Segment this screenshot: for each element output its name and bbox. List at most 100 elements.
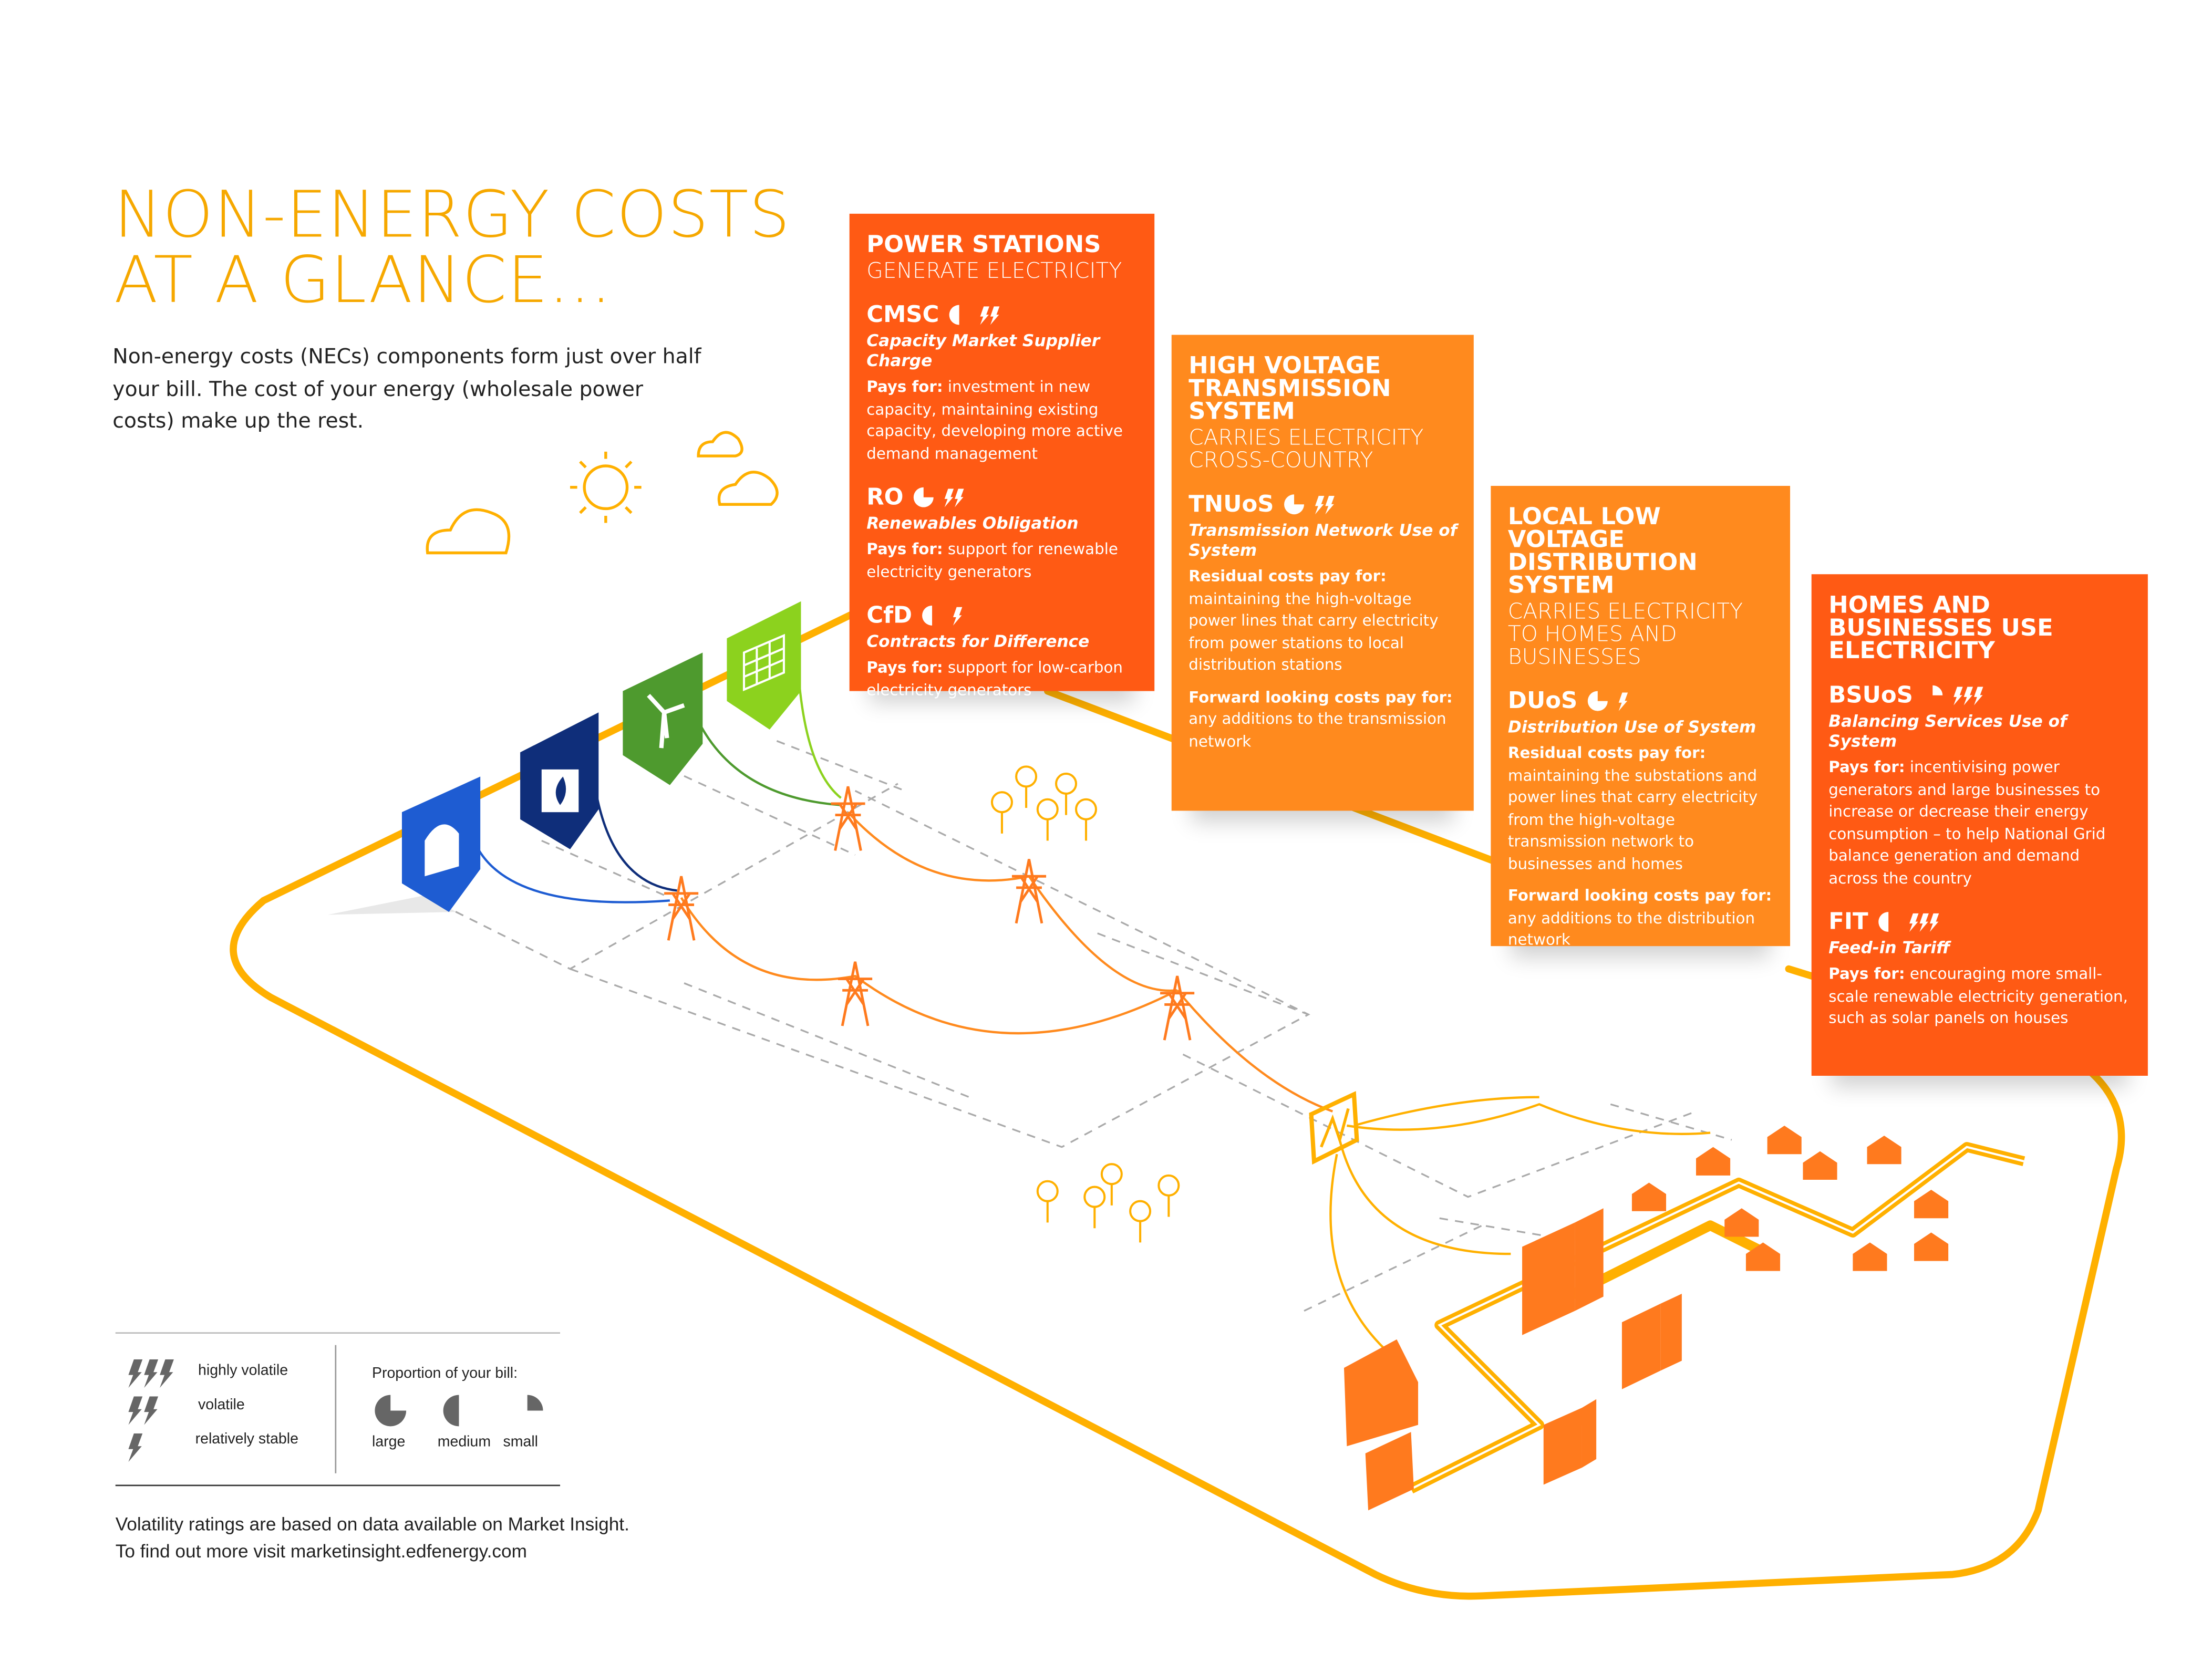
pays-label: Pays for: (1828, 964, 1905, 983)
pylons (664, 786, 1195, 1041)
pays-label: Pays for: (866, 377, 943, 397)
medium-proportion-icon (1878, 912, 1888, 932)
volatility-3-bolt-icon (128, 1359, 174, 1388)
solar-station-pin (727, 601, 801, 730)
cost-code-row: CMSC (866, 302, 1140, 328)
homes-businesses-panel: HOMES AND BUSINESSES USE ELECTRICITY BSUo… (1811, 574, 2148, 1076)
nuclear-station-pin (401, 776, 481, 912)
cost-full-name: Feed-in Tariff (1828, 937, 1950, 958)
forward-label: Forward looking costs pay for: (1507, 886, 1772, 905)
cost-code: CfD (866, 601, 913, 629)
medium-proportion-icon (949, 305, 959, 325)
forward-text: any additions to the transmission networ… (1188, 709, 1446, 751)
sun-icon (570, 451, 642, 523)
proportion-label: small (503, 1433, 539, 1451)
cost-pays-for: Residual costs pay for: maintaining the … (1188, 566, 1459, 676)
cost-code-row: BSUoS (1828, 682, 2133, 708)
pays-label: Pays for: (866, 658, 943, 677)
cost-full-name: Capacity Market Supplier Charge (866, 330, 1100, 371)
pays-text: maintaining the high-voltage power lines… (1188, 589, 1439, 674)
cost-code: DUoS (1507, 687, 1578, 714)
cost-code: FIT (1828, 907, 1868, 935)
volatility-1-bolt-icon (128, 1433, 143, 1462)
forward-costs: Forward looking costs pay for: any addit… (1508, 885, 1776, 951)
title-line-2: AT A GLANCE... (114, 242, 612, 318)
panel-title: HIGH VOLTAGE TRANSMISSION SYSTEM (1188, 352, 1391, 425)
substation-icon (1309, 1091, 1359, 1165)
pays-text: support for low-carbon electricity gener… (866, 658, 1123, 699)
cloud-icons (426, 431, 779, 555)
volatility-label: volatile (198, 1396, 245, 1414)
cost-pays-for: Pays for: investment in new capacity, ma… (866, 376, 1140, 464)
cost-pays-for: Pays for: encouraging more small-scale r… (1828, 963, 2133, 1030)
cost-pays-for: Pays for: incentivising power generators… (1828, 756, 2133, 889)
medium-proportion-icon (922, 605, 932, 626)
houses (1631, 1125, 1949, 1271)
pays-label: Residual costs pay for: (1188, 567, 1387, 586)
panel-title: LOCAL LOW VOLTAGE DISTRIBUTION SYSTEM (1507, 503, 1698, 599)
cost-pays-for: Pays for: support for renewable electric… (866, 538, 1140, 583)
large-proportion-icon (375, 1395, 407, 1427)
cost-code-row: FIT (1828, 907, 2133, 935)
volatility-2-bolt-icon (944, 488, 964, 507)
panel-subtitle: CARRIES ELECTRICITY CROSS-COUNTRY (1188, 424, 1424, 473)
page-title: NON-ENERGY COSTS AT A GLANCE... (114, 182, 791, 314)
proportion-title: Proportion of your bill: (371, 1365, 518, 1383)
pays-label: Pays for: (1828, 758, 1905, 777)
title-line-1: NON-ENERGY COSTS (114, 176, 791, 253)
cost-code-row: RO (866, 484, 1140, 510)
panel-subtitle: CARRIES ELECTRICITY TO HOMES AND BUSINES… (1507, 598, 1743, 670)
forward-text: any additions to the distribution networ… (1507, 908, 1755, 949)
buildings (1343, 1208, 1682, 1511)
volatility-label: relatively stable (195, 1430, 298, 1448)
wind-station-pin (623, 652, 703, 785)
cost-code-row: DUoS (1508, 688, 1776, 714)
cost-code: TNUoS (1188, 490, 1274, 517)
cost-code-row: TNUoS (1188, 490, 1459, 517)
pays-text: encouraging more small-scale renewable e… (1828, 964, 2128, 1027)
gas-station-pin (520, 712, 599, 849)
footer-line-1: Volatility ratings are based on data ava… (115, 1513, 629, 1535)
forward-costs: Forward looking costs pay for: any addit… (1188, 686, 1459, 752)
volatility-2-bolt-icon (1315, 495, 1335, 514)
large-proportion-icon (1284, 494, 1304, 515)
cost-full-name: Contracts for Difference (866, 631, 1090, 651)
large-proportion-icon (913, 487, 934, 507)
small-proportion-icon (527, 1395, 543, 1411)
panel-title: HOMES AND BUSINESSES USE ELECTRICITY (1828, 591, 2053, 664)
proportion-label: medium (437, 1433, 491, 1451)
cost-pays-for: Pays for: support for low-carbon electri… (866, 657, 1140, 701)
dashed-flow-lines (427, 740, 1732, 1312)
cost-code-row: CfD (866, 602, 1140, 628)
footer-note: Volatility ratings are based on data ava… (116, 1510, 629, 1564)
cost-full-name: Distribution Use of System (1507, 716, 1756, 737)
pays-text: support for renewable electricity genera… (866, 540, 1118, 581)
power-station-pins (401, 601, 801, 912)
pays-text: maintaining the substations and power li… (1507, 766, 1758, 873)
power-lines (476, 669, 1711, 1355)
volatility-3-bolt-icon (1953, 686, 1984, 705)
cost-code: RO (866, 483, 904, 511)
trees (990, 765, 1180, 1243)
cost-full-name: Renewables Obligation (866, 513, 1079, 533)
medium-proportion-icon (443, 1395, 459, 1427)
proportion-label: large (371, 1433, 406, 1451)
panel-subtitle: GENERATE ELECTRICITY (866, 257, 1122, 284)
intro-text: Non-energy costs (NECs) components form … (112, 346, 701, 433)
volatility-1-bolt-icon (1618, 691, 1628, 711)
volatility-2-bolt-icon (980, 305, 1000, 325)
large-proportion-icon (1587, 691, 1608, 711)
legend-divider (335, 1345, 337, 1473)
volatility-3-bolt-icon (1909, 912, 1939, 931)
pays-label: Residual costs pay for: (1507, 743, 1706, 763)
